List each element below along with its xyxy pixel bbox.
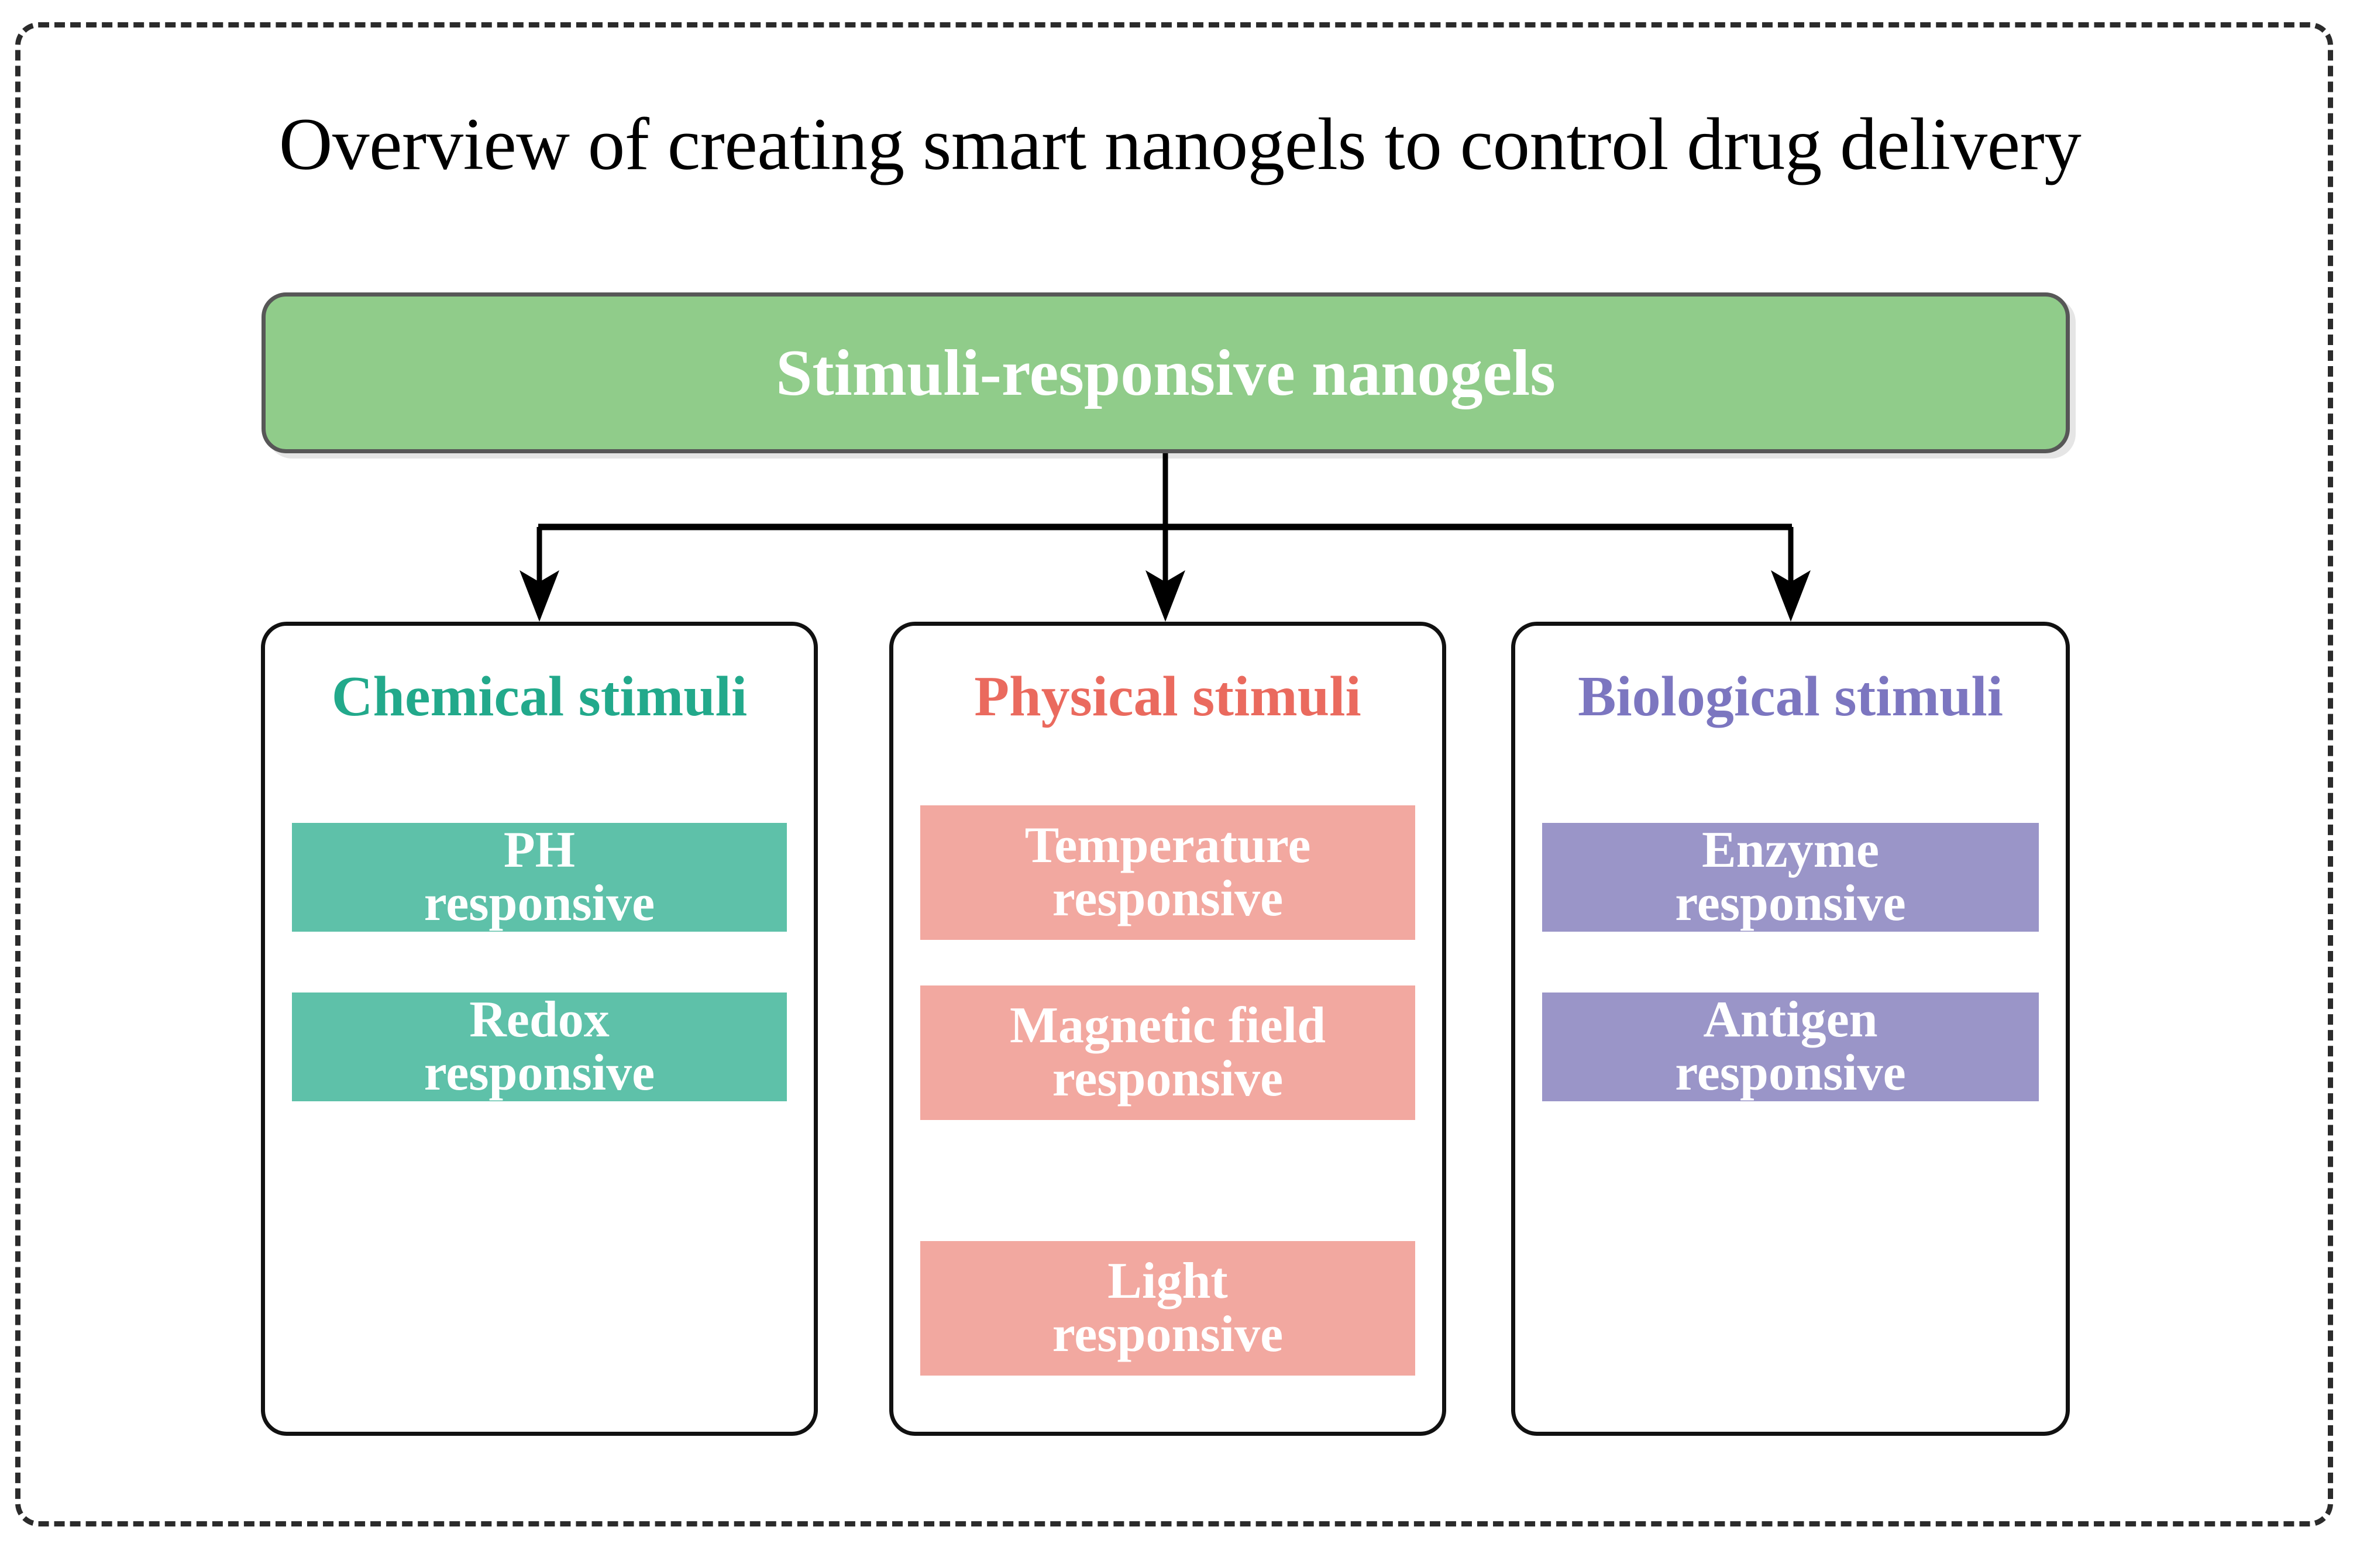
chip-line-1: PH [503,822,576,879]
chip-magnetic-field-responsive: Magnetic field responsive [920,985,1415,1120]
chip-line-2: responsive [424,875,655,932]
chip-line-2: responsive [1675,1045,1906,1101]
chip-line-1: Enzyme [1701,822,1880,879]
column-biological-stimuli: Biological stimuli Enzyme responsive Ant… [1511,622,2070,1436]
column-heading-chemical: Chemical stimuli [331,665,748,728]
chip-line-2: responsive [1052,1306,1284,1363]
chip-line-1: Light [1107,1253,1228,1310]
figure-title: Overview of creating smart nanogels to c… [278,104,2082,185]
chip-antigen-responsive: Antigen responsive [1542,993,2039,1101]
chip-temperature-responsive: Temperature responsive [920,805,1415,940]
chip-redox-responsive: Redox responsive [292,993,787,1101]
figure-dashed-border [15,22,2333,1526]
chip-line-1: Magnetic field [1009,997,1326,1054]
chip-line-1: Redox [469,991,610,1049]
root-node-stimuli-responsive-nanogels: Stimuli-responsive nanogels [262,292,2070,453]
column-physical-stimuli: Physical stimuli Temperature responsive … [889,622,1446,1436]
column-heading-physical: Physical stimuli [974,665,1361,728]
category-columns: Chemical stimuli PH responsive Redox res… [261,622,2070,1436]
chip-line-2: responsive [424,1045,655,1101]
chip-line-1: Temperature [1024,817,1311,874]
chip-line-2: responsive [1052,1050,1284,1107]
column-heading-biological: Biological stimuli [1578,665,2003,728]
chip-light-responsive: Light responsive [920,1241,1415,1376]
chip-ph-responsive: PH responsive [292,823,787,932]
chip-line-1: Antigen [1703,991,1878,1049]
chip-line-2: responsive [1675,875,1906,932]
chip-enzyme-responsive: Enzyme responsive [1542,823,2039,932]
column-chemical-stimuli: Chemical stimuli PH responsive Redox res… [261,622,818,1436]
chip-line-2: responsive [1052,870,1284,927]
root-node-label: Stimuli-responsive nanogels [776,336,1556,409]
